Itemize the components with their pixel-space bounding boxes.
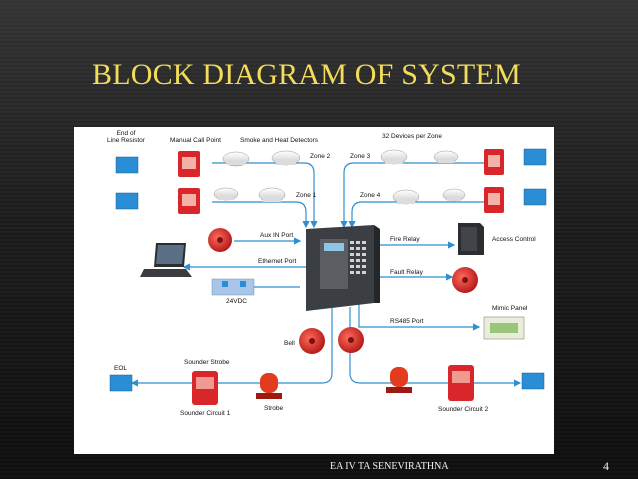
eol-resistor-box-4: [523, 188, 547, 206]
bell-left: [299, 328, 325, 354]
label-manual-call-point: Manual Call Point: [170, 137, 221, 144]
wiring: [130, 162, 522, 387]
manual-call-point-1: [178, 151, 200, 177]
sounder-strobe-left: [192, 371, 218, 405]
wire-sounder-circuit-1: [130, 307, 333, 387]
label-bell: Bell: [284, 340, 295, 347]
wire-zone1: [212, 201, 310, 229]
heat-detector-left-1: [271, 150, 301, 166]
eol-box-bottom: [109, 374, 133, 392]
label-zone4: Zone 4: [360, 192, 381, 199]
sounder-strobe-right: [448, 365, 474, 401]
label-devices-per-zone: 32 Devices per Zone: [382, 133, 442, 140]
label-eol: EOL: [114, 365, 127, 372]
label-rs485-port: RS485 Port: [390, 318, 424, 325]
label-fire-relay: Fire Relay: [390, 236, 420, 243]
heat-detector-right-2: [442, 188, 466, 202]
eol-box-bottom-right: [521, 372, 545, 390]
laptop: [140, 243, 192, 277]
slide-page-number: 4: [603, 459, 609, 473]
smoke-detector-left-1: [222, 151, 250, 167]
strobe-light: [256, 373, 282, 399]
manual-call-point-3: [484, 149, 504, 175]
wire-rs485: [358, 299, 481, 331]
heat-detector-right-1: [433, 150, 459, 164]
access-control-unit: [458, 223, 484, 255]
power-supply-24vdc: [211, 278, 255, 296]
smoke-detector-right-1: [380, 149, 408, 165]
label-sounder-strobe: Sounder Strobe: [184, 359, 230, 366]
wire-zone4: [348, 201, 494, 229]
slide-footer-author: EA IV TA SENEVIRATHNA: [330, 461, 449, 472]
label-sounder-circuit-1: Sounder Circuit 1: [180, 410, 231, 417]
label-mimic-panel: Mimic Panel: [492, 305, 528, 312]
label-24vdc: 24VDC: [226, 298, 247, 305]
manual-call-point-2: [178, 188, 200, 214]
manual-call-point-4: [484, 187, 504, 213]
slide-title: BLOCK DIAGRAM OF SYSTEM: [92, 58, 521, 91]
smoke-detector-right-2: [392, 189, 420, 205]
wire-zone2: [212, 162, 318, 229]
label-strobe: Strobe: [264, 405, 284, 412]
label-zone1: Zone 1: [296, 192, 317, 199]
label-fault-relay: Fault Relay: [390, 269, 424, 276]
eol-resistor-box-1: [115, 156, 139, 174]
label-access-control: Access Control: [492, 236, 536, 243]
label-zone3: Zone 3: [350, 153, 371, 160]
control-panel: [306, 225, 380, 311]
mimic-panel: [483, 316, 525, 340]
heat-detector-left-2: [258, 187, 286, 203]
fault-relay-bell: [452, 267, 478, 293]
label-sounder-circuit-2: Sounder Circuit 2: [438, 406, 489, 413]
wire-sounder-circuit-2: [349, 307, 522, 387]
bell-right: [338, 327, 364, 353]
label-smoke-heat-detectors: Smoke and Heat Detectors: [240, 137, 319, 144]
label-zone2: Zone 2: [310, 153, 331, 160]
smoke-detector-left-2: [213, 187, 239, 201]
eol-resistor-box-3: [523, 148, 547, 166]
label-ethernet-port: Ethernet Port: [258, 258, 296, 265]
eol-resistor-box-2: [115, 192, 139, 210]
wire-zone3: [340, 162, 494, 229]
strobe-light-right: [386, 367, 412, 393]
label-aux-in-port: Aux IN Port: [260, 232, 293, 239]
aux-bell: [208, 228, 232, 252]
